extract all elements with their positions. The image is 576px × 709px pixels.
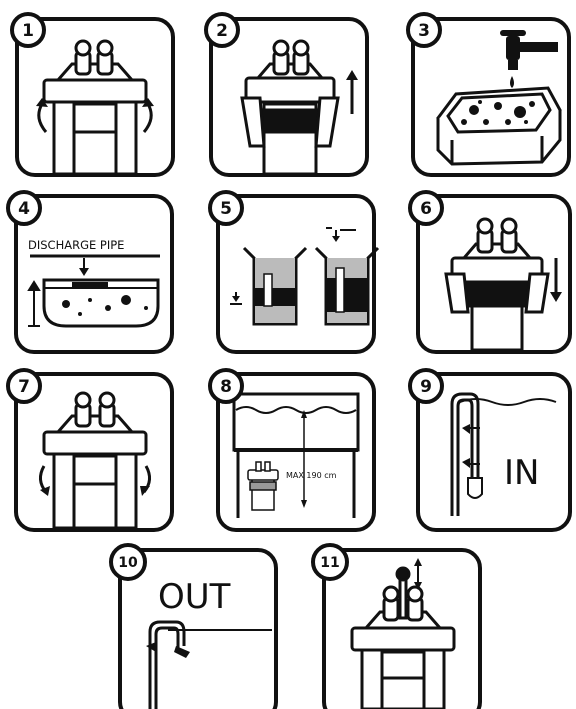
step-3-panel: 3 <box>408 14 574 180</box>
step-badge-5: 5 <box>206 188 246 228</box>
step-9-panel: IN 9 <box>406 366 574 536</box>
step-6-panel: 6 <box>406 188 574 358</box>
step-8-panel: MAX 190 cm 8 <box>206 366 378 536</box>
step-1-panel: 1 <box>12 14 178 180</box>
max-height-label: MAX 190 cm <box>286 471 337 480</box>
step-badge-10: 10 <box>108 542 148 582</box>
step-7-panel: 7 <box>4 366 178 536</box>
step-4-panel: DISCHARGE PIPE 4 <box>4 188 178 358</box>
step-2-panel: 2 <box>206 14 372 180</box>
step-10-panel: OUT 10 <box>104 542 280 709</box>
step-number: 8 <box>220 377 232 397</box>
step-number: 10 <box>118 555 138 571</box>
step-number: 6 <box>420 199 432 219</box>
intake-label: IN <box>504 453 539 493</box>
step-number: 4 <box>18 199 30 219</box>
step-5-panel: 5 <box>206 188 378 358</box>
step-badge-7: 7 <box>4 366 44 406</box>
step-badge-3: 3 <box>404 10 444 50</box>
step-badge-2: 2 <box>202 10 242 50</box>
step-badge-4: 4 <box>4 188 44 228</box>
media-tray-icon <box>438 88 560 164</box>
step-badge-1: 1 <box>8 10 48 50</box>
step-number: 11 <box>320 555 339 571</box>
step-number: 2 <box>216 21 228 41</box>
step-11-panel: 11 <box>306 542 484 709</box>
step-badge-8: 8 <box>206 366 246 406</box>
step-number: 1 <box>22 21 34 41</box>
step-number: 5 <box>220 199 232 219</box>
step-badge-6: 6 <box>406 188 446 228</box>
step-number: 9 <box>420 377 432 397</box>
step-number: 7 <box>18 377 30 397</box>
discharge-pipe-label: DISCHARGE PIPE <box>28 238 124 252</box>
outlet-label: OUT <box>158 577 231 617</box>
step-number: 3 <box>418 21 430 41</box>
step-badge-11: 11 <box>310 542 350 582</box>
step-badge-9: 9 <box>406 366 446 406</box>
